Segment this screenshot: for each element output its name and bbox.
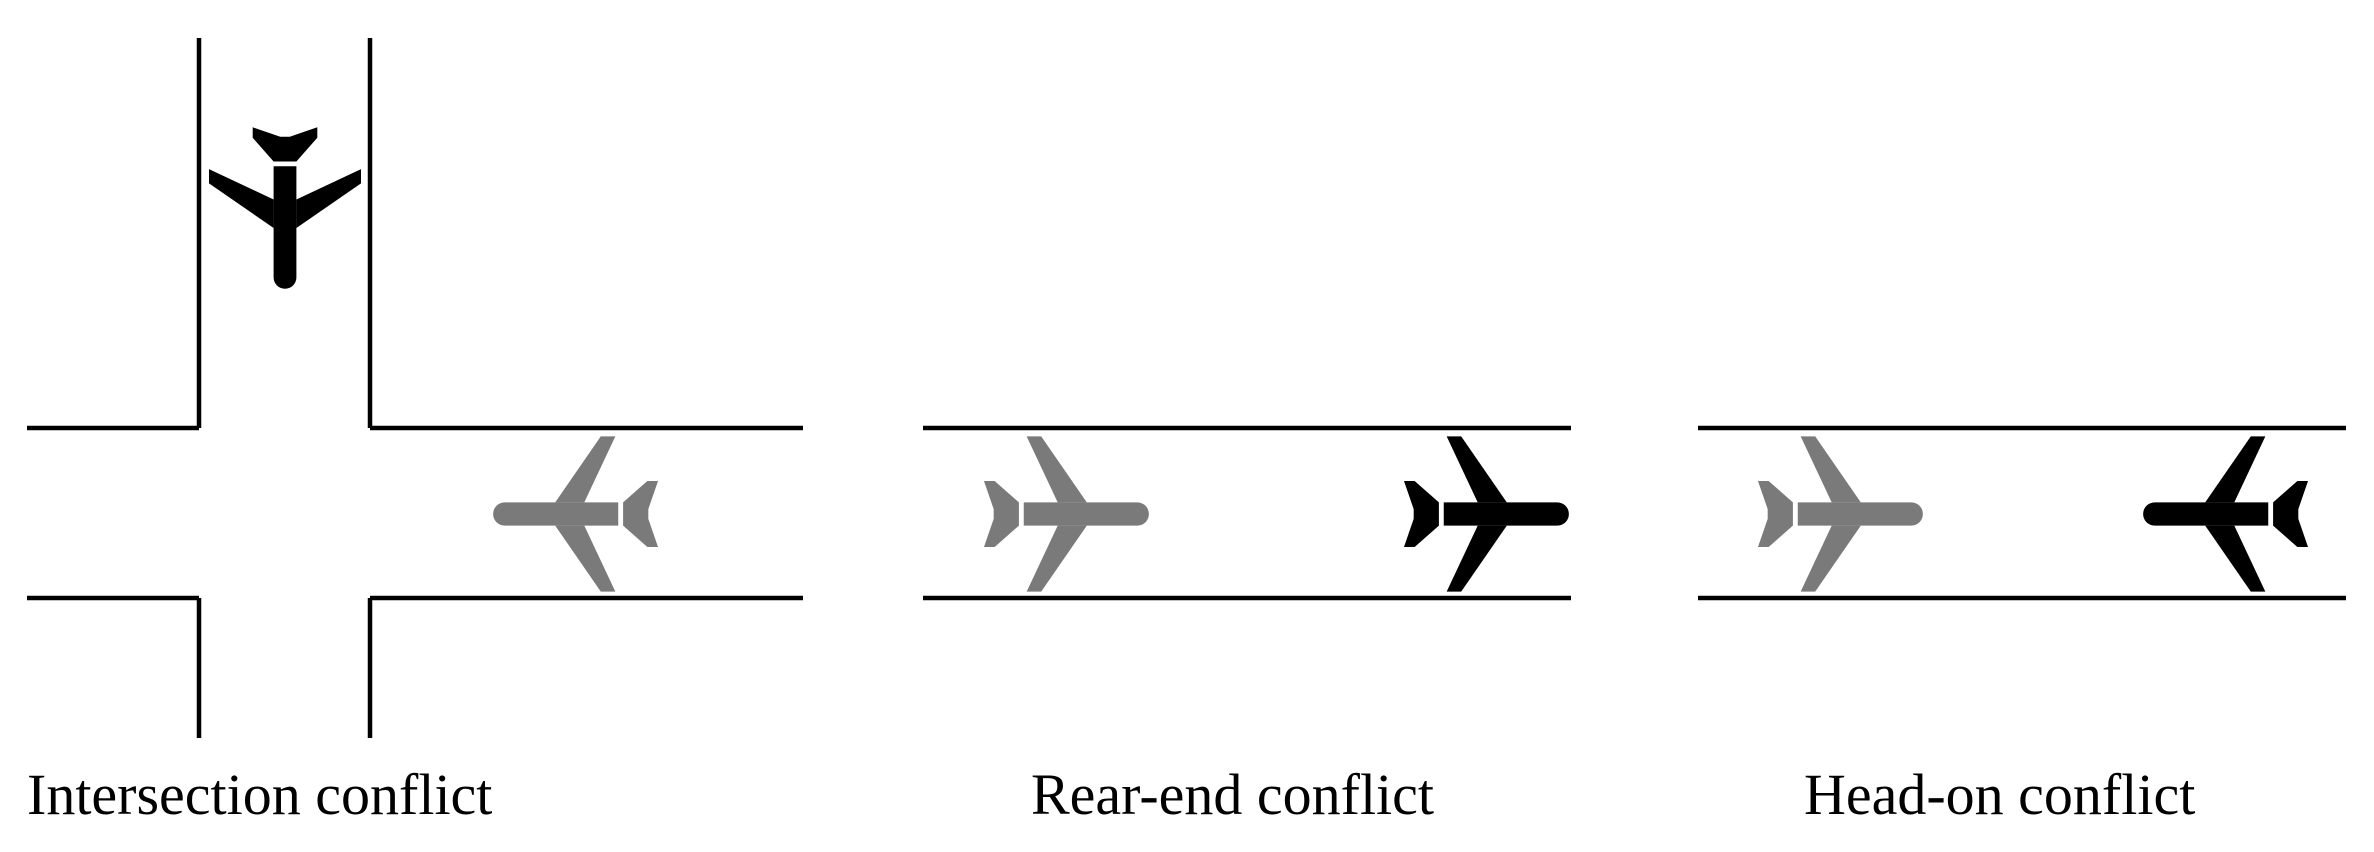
panel-head-on (1698, 425, 2346, 601)
airplane-icon (2143, 436, 2309, 592)
caption-intersection: Intersection conflict (27, 762, 492, 827)
airplane-icon (1757, 436, 1923, 592)
panel-intersection (27, 38, 803, 738)
airplane-icon (493, 436, 659, 592)
airplane-icon (983, 436, 1149, 592)
panel-rear-end (923, 425, 1571, 601)
caption-head-on: Head-on conflict (1804, 762, 2195, 827)
airplane-icon (1403, 436, 1569, 592)
caption-rear-end: Rear-end conflict (1031, 762, 1434, 827)
airplane-icon (209, 127, 361, 289)
